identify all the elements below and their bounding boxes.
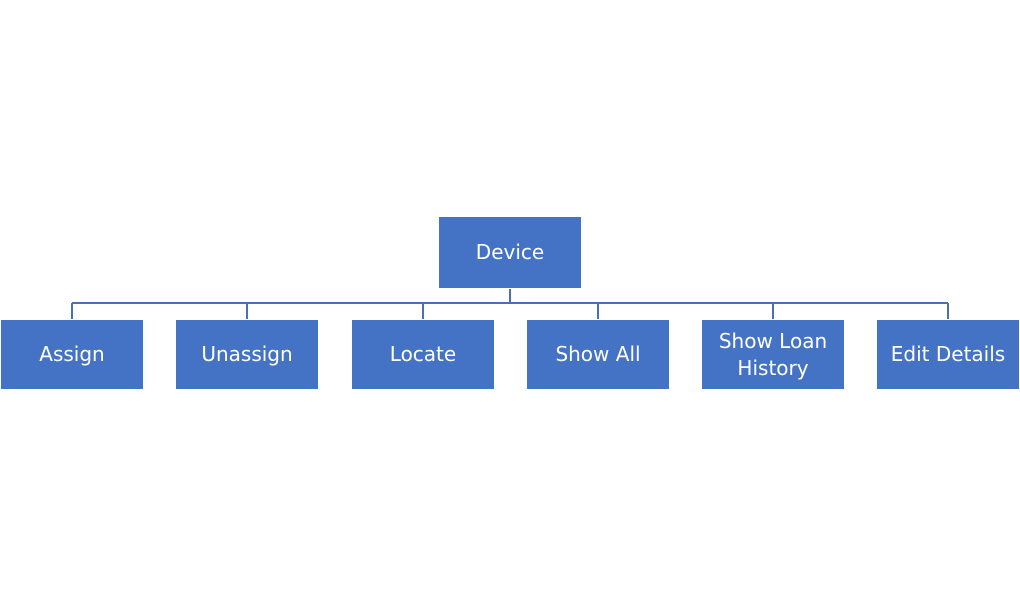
device-node-label: Device [475, 240, 545, 264]
show-all-node[interactable]: Show All [526, 319, 670, 390]
locate-node[interactable]: Locate [351, 319, 495, 390]
unassign-node-label: Unassign [201, 342, 293, 366]
show-loan-history-node-label: Show Loan History [718, 328, 828, 380]
edit-details-node-label: Edit Details [890, 342, 1006, 366]
device-node[interactable]: Device [438, 216, 582, 289]
show-loan-history-node[interactable]: Show Loan History [701, 319, 845, 390]
show-all-node-label: Show All [555, 342, 641, 366]
assign-node-label: Assign [39, 342, 105, 366]
assign-node[interactable]: Assign [0, 319, 144, 390]
edit-details-node[interactable]: Edit Details [876, 319, 1020, 390]
locate-node-label: Locate [389, 342, 457, 366]
unassign-node[interactable]: Unassign [175, 319, 319, 390]
